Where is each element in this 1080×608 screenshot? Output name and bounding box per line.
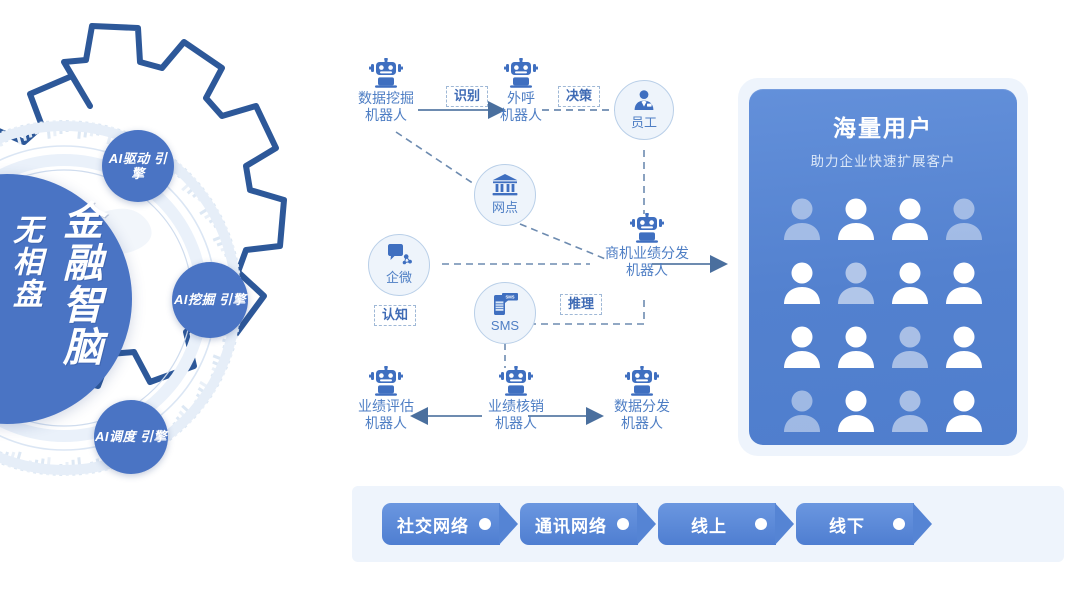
stage-tag-cognition: 认知 [374, 305, 417, 327]
flow-node-wecom[interactable]: 企微 [368, 234, 430, 296]
gear-graphic: 金融智脑 无相盘 AI驱动 引擎 AI挖掘 引擎 AI调度 引擎 [0, 22, 314, 562]
flow-node-sms[interactable]: SMS SMS [474, 282, 536, 344]
user-avatar-icon [892, 262, 928, 304]
flow-node-label: 员工 [630, 115, 657, 130]
flow-node-branch[interactable]: 网点 [474, 164, 536, 226]
core-main-title: 金融智脑 [57, 200, 101, 368]
wecom-icon [388, 244, 412, 265]
channel-tag-social-network[interactable]: 社交网络 [382, 503, 518, 545]
flow-node-label: 业绩评估 机器人 [358, 398, 414, 432]
channel-tag-dot-icon [479, 518, 491, 530]
flow-node-label: 企微 [385, 270, 412, 285]
channel-tag-dot-icon [893, 518, 905, 530]
mass-users-title: 海量用户 [833, 115, 933, 141]
robot-icon [630, 213, 664, 243]
channel-tag-dot-icon [755, 518, 767, 530]
bank-icon [492, 174, 518, 196]
user-avatar-icon [838, 390, 874, 432]
flow-node-label: 商机业绩分发 机器人 [605, 245, 689, 279]
stage-tag-decision: 决策 [558, 86, 601, 108]
flow-connector-lines [395, 101, 728, 425]
core-title-group: 金融智脑 无相盘 [0, 200, 108, 400]
user-avatar-icon [784, 198, 820, 240]
engine-bubble-ai-scheduling[interactable]: AI调度 引擎 [94, 400, 168, 474]
flow-node-label: 网点 [491, 200, 518, 215]
user-avatar-icon [892, 390, 928, 432]
user-avatar-icon [946, 198, 982, 240]
core-sub-title: 无相盘 [8, 214, 41, 310]
user-avatar-icon [838, 262, 874, 304]
flow-node-outbound-call-robot[interactable]: 外呼 机器人 [500, 58, 542, 124]
robot-icon [499, 366, 533, 396]
flow-node-data-mining-robot[interactable]: 数据挖掘 机器人 [358, 58, 414, 124]
user-avatar-icon [946, 326, 982, 368]
user-avatar-icon [784, 390, 820, 432]
flow-node-label: 外呼 机器人 [500, 90, 542, 124]
engine-bubble-label: AI挖掘 引擎 [173, 292, 247, 308]
user-avatar-icon [946, 390, 982, 432]
sms-icon: SMS [494, 293, 518, 315]
mass-users-subtitle: 助力企业快速扩展客户 [810, 154, 956, 169]
engine-bubble-ai-drive[interactable]: AI驱动 引擎 [102, 130, 174, 202]
employee-icon [634, 90, 654, 110]
channel-tag-label: 通讯网络 [535, 516, 607, 536]
channel-tag-bar: 社交网络 通讯网络 线上 线下 [352, 486, 1064, 562]
flow-node-performance-writeoff-robot[interactable]: 业绩核销 机器人 [488, 366, 544, 432]
channel-tag-online[interactable]: 线上 [658, 503, 794, 545]
mass-users-card: 海量用户 助力企业快速扩展客户 [738, 78, 1028, 456]
flow-node-performance-eval-robot[interactable]: 业绩评估 机器人 [358, 366, 414, 432]
user-avatar-icon [838, 198, 874, 240]
channel-tag-offline[interactable]: 线下 [796, 503, 932, 545]
stage-tag-reasoning: 推理 [560, 294, 603, 316]
robot-icon [504, 58, 538, 88]
robot-icon [625, 366, 659, 396]
flow-node-label: 业绩核销 机器人 [488, 398, 544, 432]
stage-tag-label: 认知 [382, 307, 409, 322]
user-avatar-icon [838, 326, 874, 368]
robot-flow-diagram: 数据挖掘 机器人 外呼 机器人 [352, 48, 732, 468]
user-avatar-icon [892, 198, 928, 240]
stage-tag-recognize: 识别 [446, 86, 489, 108]
user-avatar-icon [946, 262, 982, 304]
stage-tag-label: 识别 [454, 88, 481, 103]
flow-node-label: 数据分发 机器人 [614, 398, 670, 432]
stage-tag-label: 推理 [568, 296, 595, 311]
flow-node-label: 数据挖掘 机器人 [358, 90, 414, 124]
channel-tag-label: 线上 [691, 516, 727, 536]
stage-tag-label: 决策 [566, 88, 593, 103]
robot-icon [369, 366, 403, 396]
svg-text:SMS: SMS [505, 294, 514, 299]
channel-tag-label: 线下 [829, 516, 865, 536]
user-avatar-grid [778, 188, 988, 442]
channel-tag-label: 社交网络 [397, 516, 469, 536]
user-avatar-icon [784, 262, 820, 304]
flow-node-label: SMS [490, 318, 520, 333]
engine-bubble-ai-mining[interactable]: AI挖掘 引擎 [172, 262, 248, 338]
user-avatar-icon [784, 326, 820, 368]
channel-tag-dot-icon [617, 518, 629, 530]
robot-icon [369, 58, 403, 88]
engine-bubble-label: AI驱动 引擎 [108, 150, 168, 181]
mass-users-panel: 海量用户 助力企业快速扩展客户 [749, 89, 1017, 445]
channel-tag-comm-network[interactable]: 通讯网络 [520, 503, 656, 545]
user-avatar-icon [892, 326, 928, 368]
flow-node-employee[interactable]: 员工 [614, 80, 674, 140]
flow-node-opportunity-robot[interactable]: 商机业绩分发 机器人 [605, 213, 689, 279]
flow-node-data-dispatch-robot[interactable]: 数据分发 机器人 [614, 366, 670, 432]
engine-bubble-label: AI调度 引擎 [94, 429, 168, 445]
